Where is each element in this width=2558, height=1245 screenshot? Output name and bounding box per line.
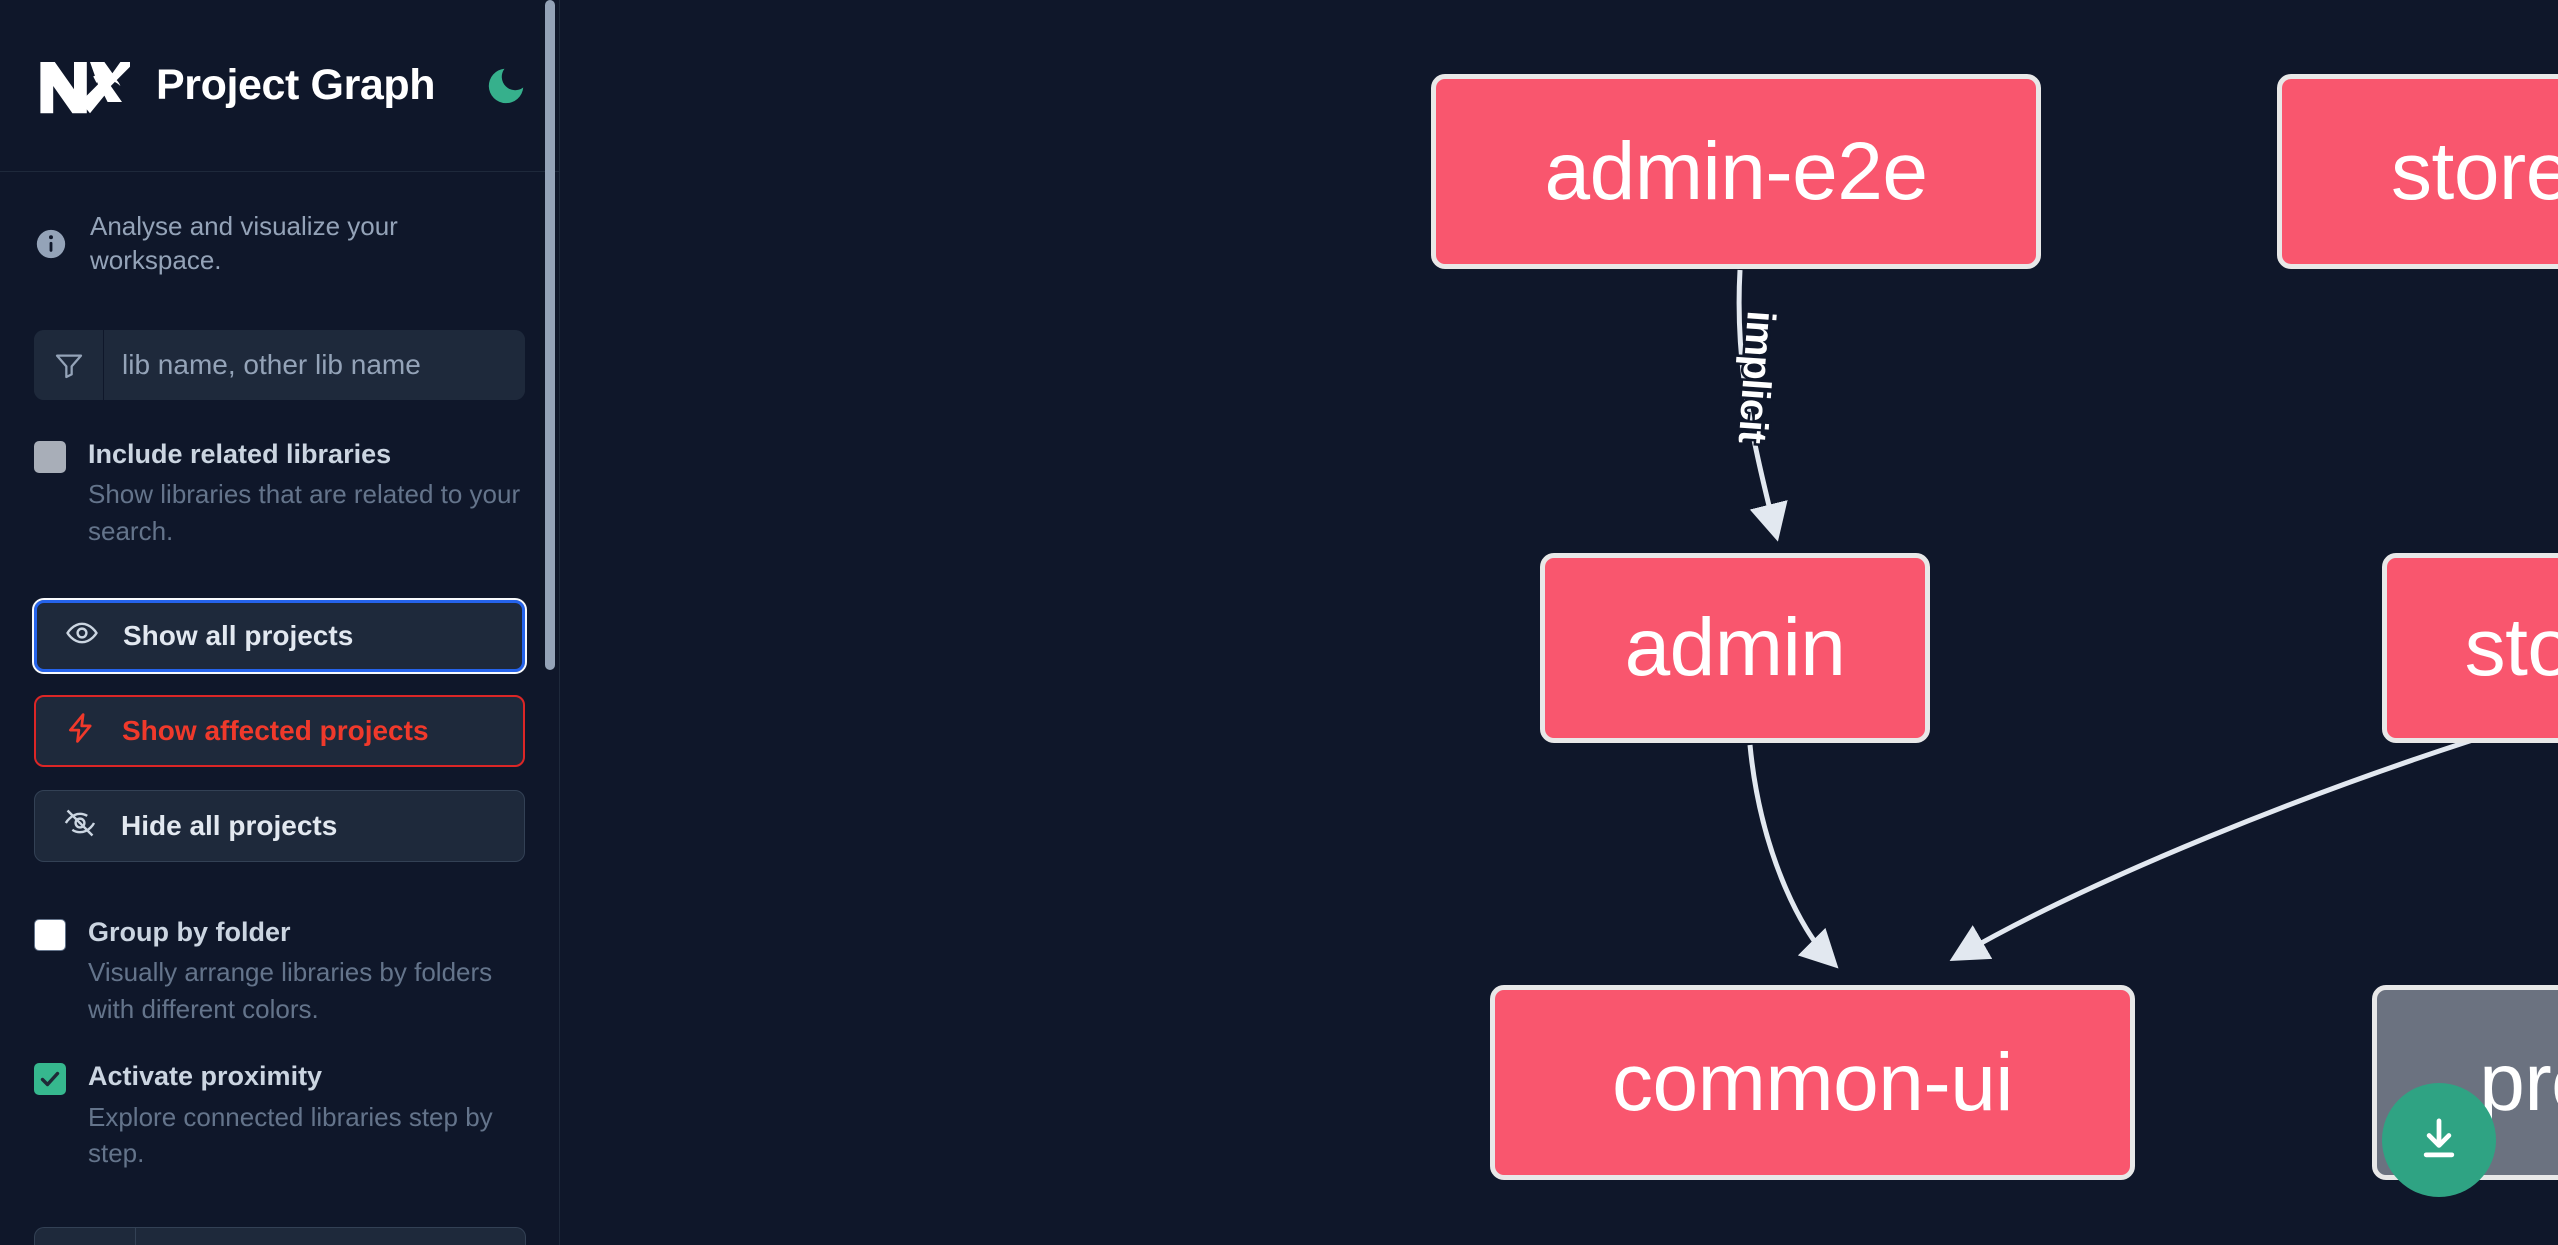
graph-node-label: store (2464, 602, 2558, 693)
funnel-icon (34, 329, 104, 400)
graph-node-admin[interactable]: admin (1540, 553, 1930, 743)
show-all-projects-label: Show all projects (123, 619, 354, 651)
graph-node-common-ui[interactable]: common-ui (1490, 985, 2135, 1180)
graph-node-label: common-ui (1611, 1036, 2014, 1128)
download-button[interactable] (2382, 1083, 2496, 1197)
show-affected-projects-label: Show affected projects (122, 714, 429, 746)
show-all-projects-button[interactable]: Show all projects (32, 597, 527, 674)
search-input[interactable] (104, 329, 525, 400)
group-by-folder-checkbox[interactable] (34, 918, 66, 951)
graph-node-label: admin (1624, 602, 1846, 693)
sidebar-note-text: Analyse and visualize your workspace. (90, 211, 398, 275)
info-icon (34, 227, 68, 261)
activate-proximity-label: Activate proximity (88, 1061, 323, 1092)
graph-node-label: products (2479, 1036, 2558, 1128)
activate-proximity-description: Explore connected libraries step by step… (88, 1101, 493, 1169)
graph-node-label: store-e2e (2391, 125, 2558, 217)
sidebar-scrollbar[interactable] (545, 0, 555, 670)
group-by-folder-description: Visually arrange libraries by folders wi… (88, 957, 493, 1025)
sidebar-note: Analyse and visualize your workspace. (0, 172, 559, 278)
graph-node-admin-e2e[interactable]: admin-e2e (1431, 74, 2041, 269)
edge-admin-e2e-admin (1736, 269, 1788, 542)
include-related-libraries-description: Show libraries that are related to your … (88, 479, 521, 546)
sidebar: Project Graph Analyse and visualize your… (0, 0, 560, 1245)
nx-logo-icon (34, 55, 135, 117)
eye-off-icon (63, 806, 97, 845)
hide-all-projects-button[interactable]: Hide all projects (34, 789, 525, 862)
eye-icon (65, 616, 99, 655)
page-title: Project Graph (156, 61, 436, 109)
option-group-by-folder[interactable]: Group by folder Visually arrange librari… (0, 914, 559, 1028)
option-include-related-libraries[interactable]: Include related libraries Show libraries… (0, 436, 559, 550)
edge-store-common-ui (1949, 722, 2521, 961)
divider (135, 1228, 136, 1245)
sidebar-bottom-control[interactable] (34, 1227, 526, 1245)
show-affected-projects-button[interactable]: Show affected projects (34, 694, 525, 767)
graph-node-store[interactable]: store (2382, 553, 2558, 743)
projects-button-group: Show all projects Show affected projects (0, 597, 559, 862)
include-related-libraries-label: Include related libraries (88, 438, 392, 469)
activate-proximity-checkbox[interactable] (34, 1063, 66, 1096)
hide-all-projects-label: Hide all projects (121, 809, 338, 841)
graph-node-store-e2e[interactable]: store-e2e (2277, 74, 2558, 269)
graph-node-label: admin-e2e (1544, 125, 1928, 217)
graph-canvas[interactable]: implicit implicit admin-e2e store-e2e ad… (560, 0, 2558, 1245)
bolt-icon (64, 711, 98, 750)
edge-label-implicit-admin: implicit (1730, 309, 1783, 444)
group-by-folder-label: Group by folder (88, 916, 291, 947)
edge-admin-common-ui (1747, 744, 1839, 969)
filter-row (34, 329, 525, 400)
sidebar-header: Project Graph (0, 0, 559, 172)
include-related-libraries-checkbox[interactable] (34, 440, 66, 473)
graph-edges: implicit implicit (1727, 269, 2521, 969)
option-activate-proximity[interactable]: Activate proximity Explore connected lib… (0, 1058, 559, 1172)
moon-icon[interactable] (483, 63, 529, 109)
